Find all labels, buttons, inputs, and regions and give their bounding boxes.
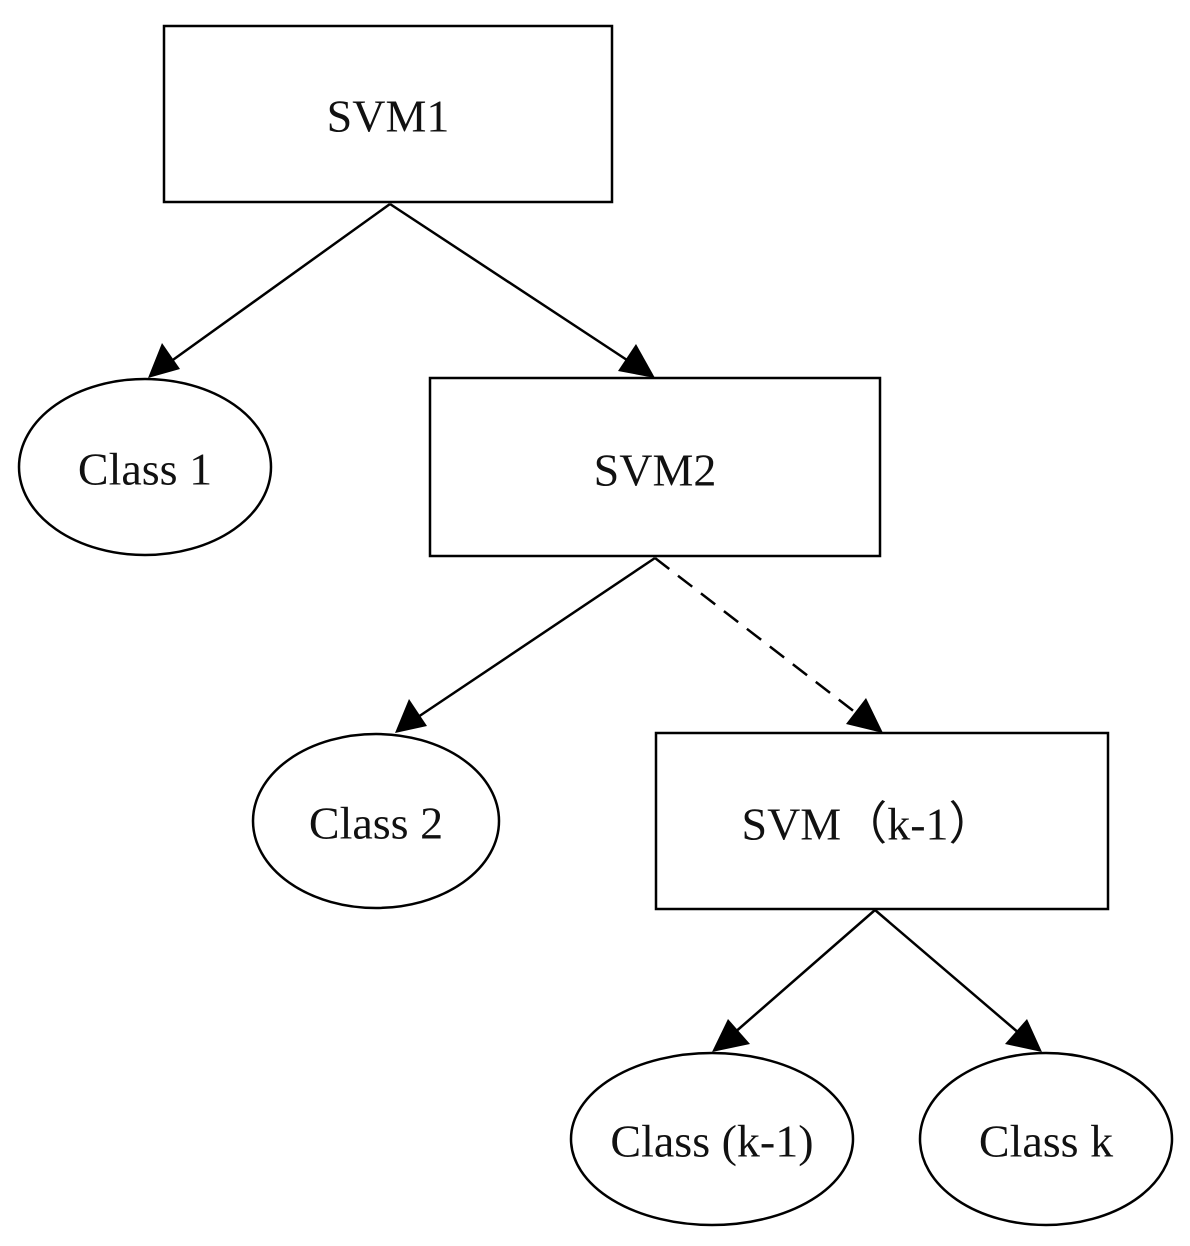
node-class-k-1: Class (k-1): [569, 1051, 855, 1227]
arrowhead-svm1-class1: [148, 343, 180, 378]
node-class-k-label: Class k: [979, 1116, 1113, 1167]
node-class1-label: Class 1: [78, 444, 212, 495]
node-class1: Class 1: [17, 377, 273, 557]
edge-svmk1-classk1: [732, 909, 876, 1035]
arrowhead-svm2-svmk1: [846, 698, 883, 733]
edge-svm1-svm2: [389, 202, 631, 364]
node-svm1: SVM1: [162, 24, 614, 204]
arrowhead-svmk1-classk: [1005, 1019, 1042, 1052]
arrowhead-svm1-svm2: [618, 344, 655, 378]
node-svm1-label: SVM1: [327, 91, 450, 142]
node-class2-label: Class 2: [309, 798, 443, 849]
arrowhead-svm2-class2: [395, 699, 427, 733]
node-class-k-1-label: Class (k-1): [610, 1116, 813, 1167]
node-class-k: Class k: [918, 1051, 1174, 1227]
node-svm-k-1-label: SVM（k-1）: [741, 799, 994, 850]
edge-svmk1-classk: [874, 909, 1021, 1035]
node-svm2-label: SVM2: [594, 445, 717, 496]
edge-svm2-class2: [417, 556, 656, 719]
arrowhead-svmk1-classk1: [712, 1019, 750, 1052]
node-svm2: SVM2: [428, 376, 882, 558]
edge-svm2-svmk1-dashed: [654, 557, 861, 717]
node-svm-k-1: SVM（k-1）: [654, 731, 1110, 911]
node-class2: Class 2: [251, 732, 501, 910]
edge-svm1-class1: [169, 202, 391, 364]
